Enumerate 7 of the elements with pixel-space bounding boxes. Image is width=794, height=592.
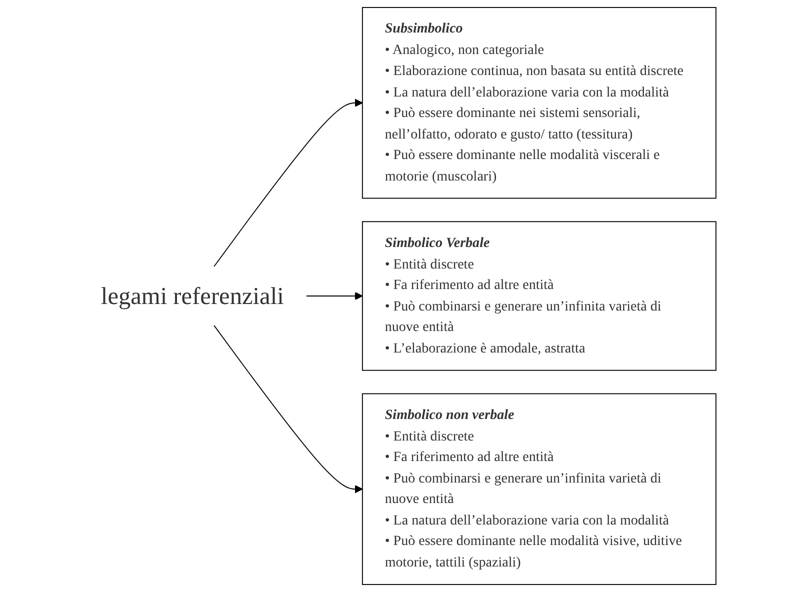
- arrow: [213, 324, 363, 494]
- node-text: legami referenziali: [100, 282, 284, 310]
- arrow: [306, 292, 363, 300]
- node-box: Simbolico non verbale • Entità discrete • Fa riferimento ad altre entità • Può combinarsi e generare un’infinita varietà di nuove entità • La natura dell’elaborazione varia con la modalità • Può essere dominante nelle modalità visive, uditive motorie, tattili (spaziali): [362, 393, 716, 585]
- node-box: Subsimbolico • Analogico, non categoriale • Elaborazione continua, non basata su entità discrete • La natura dell’elaborazione varia con la modalità • Può essere dominante nei sistemi sensoriali, nell’olfatto, odorato e gusto/ tatto (tessitura) • Può essere dominante nelle modalità viscerali e motorie (muscolari): [362, 7, 716, 199]
- arrow: [213, 98, 363, 267]
- node-box: Simbolico Verbale • Entità discrete • Fa riferimento ad altre entità • Può combinarsi e generare un’infinita varietà di nuove entità • L’elaborazione è amodale, astratta: [362, 221, 716, 371]
